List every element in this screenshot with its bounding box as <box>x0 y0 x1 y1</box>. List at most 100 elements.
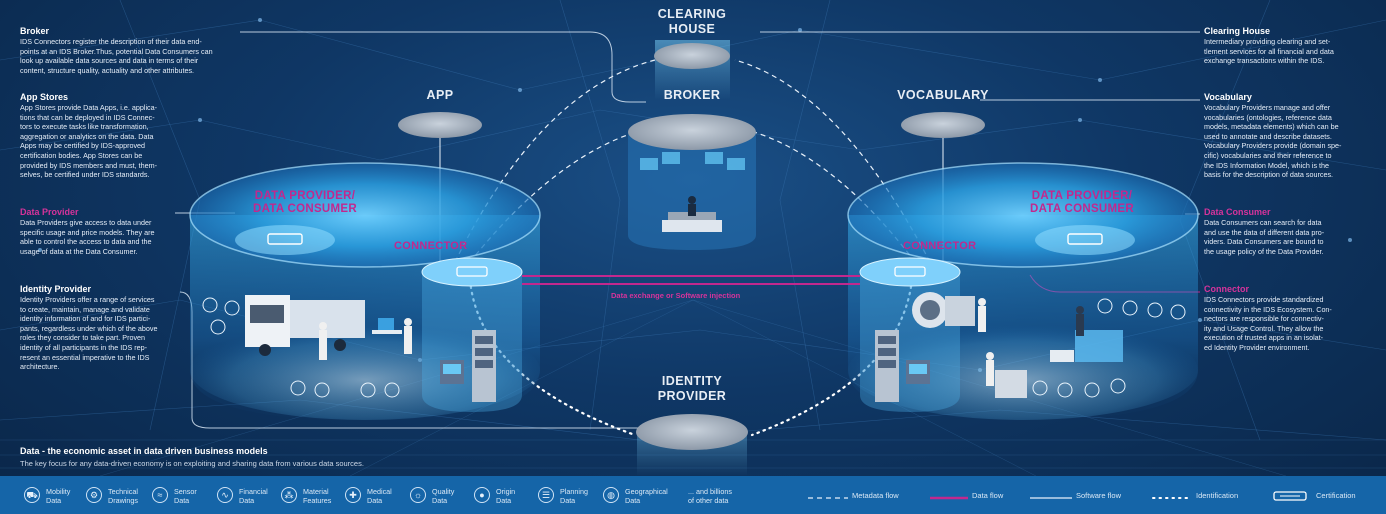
broker-stage <box>628 114 756 250</box>
label-line: HOUSE <box>668 22 716 36</box>
text-line: Identity Providers offer a range of serv… <box>20 295 155 304</box>
data-provider-description: Data Provider Data Providers give access… <box>20 207 180 256</box>
legend-identification-line <box>1152 497 1192 499</box>
label-line: DATA CONSUMER <box>253 203 357 215</box>
bottom-title: Data - the economic asset in data driven… <box>20 446 268 456</box>
label-line: PROVIDER <box>657 389 727 403</box>
text-line: selves, be certified under IDS standards… <box>20 170 150 180</box>
text-line: able to control the access to data and t… <box>20 237 152 247</box>
medical-cross-icon: ✚ <box>345 487 361 503</box>
legend-metadata-label: Metadata flow <box>852 491 899 500</box>
data-provider-title: Data Provider <box>20 207 79 217</box>
text-line: Vocabulary Providers manage and offer <box>1204 103 1331 112</box>
bulb-icon: ☼ <box>410 487 426 503</box>
data-exchange-label: Data exchange or Software injection <box>611 291 741 300</box>
identity-provider-label: IDENTITY PROVIDER <box>632 374 752 404</box>
text-line: vocabularies (ontologies, reference data <box>1204 112 1332 122</box>
text-line: execution of trusted apps in an isolat- <box>1204 333 1324 343</box>
clearing-house-disc <box>654 43 730 69</box>
app-label: APP <box>426 88 454 102</box>
left-role-label: DATA PROVIDER/ DATA CONSUMER <box>240 190 370 216</box>
category-label: Planning Data <box>560 487 588 505</box>
text-line: and use the data of different data pro- <box>1204 227 1325 237</box>
right-scene <box>875 292 1123 402</box>
data-consumer-title: Data Consumer <box>1204 207 1271 217</box>
gear-icon: ⚙ <box>86 487 102 503</box>
app-disc <box>398 112 482 138</box>
data-consumer-description: Data Consumer Data Consumers can search … <box>1204 207 1382 256</box>
text-line: look up available data sources and data … <box>20 56 199 66</box>
legend-certification-label: Certification <box>1316 491 1356 500</box>
text-line: roles they consider to take part. Proven <box>20 333 146 343</box>
text-line: App Stores provide Data Apps, i.e. appli… <box>20 103 158 112</box>
network-nodes <box>38 18 1352 372</box>
legend-software-flow-line <box>1030 497 1072 499</box>
right-role-label: DATA PROVIDER/ DATA CONSUMER <box>1017 190 1147 216</box>
category-label: Geographical Data <box>625 487 668 505</box>
cylinder-icons <box>202 297 1186 398</box>
category-label: Material Features <box>303 487 332 505</box>
vocabulary-disc <box>901 112 985 138</box>
category-label: Technical Drawings <box>108 487 138 505</box>
text-line: IDS Connectors register the description … <box>20 37 202 46</box>
text-line: ity and Usage Control. They allow the <box>1204 323 1324 333</box>
text-line: to create, maintain, manage and validate <box>20 304 150 314</box>
legend-data-flow-label: Data flow <box>972 491 1004 500</box>
text-line: Vocabulary Providers provide (domain spe… <box>1204 141 1342 151</box>
bottom-subtitle: The key focus for any data-driven econom… <box>20 459 364 468</box>
text-line: tlement services for all financial and d… <box>1204 46 1334 56</box>
text-line: tors to execute tasks like transformatio… <box>20 122 149 132</box>
legend-data-flow-line <box>930 496 968 500</box>
text-line: aggregation or analytics on the data. Da… <box>20 131 154 141</box>
identity-provider-title: Identity Provider <box>20 284 92 294</box>
text-line: usage of data at the Data Consumer. <box>20 246 138 256</box>
car-icon: ⛟ <box>24 487 40 503</box>
text-line: exchange transactions within the IDS. <box>1204 56 1325 66</box>
legend-metadata-line <box>808 497 848 499</box>
category-label: Sensor Data <box>174 487 197 505</box>
left-scene <box>245 295 496 402</box>
connector-title: Connector <box>1204 284 1249 294</box>
identity-provider-disc <box>636 414 748 450</box>
text-line: Data Providers give access to data under <box>20 218 152 227</box>
label-line: CLEARING <box>657 7 727 21</box>
category-label: Financial Data <box>239 487 268 505</box>
data-provider-text: Data Providers give access to data under… <box>20 218 180 256</box>
identity-provider-description: Identity Provider Identity Providers off… <box>20 284 190 372</box>
category-label: ... and billions of other data <box>688 487 732 505</box>
broker-label: BROKER <box>663 88 721 102</box>
data-flow-lines <box>522 275 860 285</box>
vocabulary-label: VOCABULARY <box>897 88 989 102</box>
text-line: connectivity in the IDS Ecosystem. Con- <box>1204 304 1332 314</box>
text-line: ed Identity Provider environment. <box>1204 342 1310 352</box>
identity-provider-text: Identity Providers offer a range of serv… <box>20 295 190 372</box>
legend-identification-label: Identification <box>1196 491 1239 500</box>
data-consumer-text: Data Consumers can search for data and u… <box>1204 218 1382 256</box>
app-stores-title: App Stores <box>20 92 69 102</box>
label-line: DATA CONSUMER <box>1030 203 1134 215</box>
text-line: tions that can be deployed in IDS Connec… <box>20 112 155 122</box>
text-line: basis for the description of data source… <box>1204 170 1334 180</box>
text-line: points at an IDS Broker.Thus, potential … <box>20 46 213 56</box>
label-line: DATA PROVIDER/ <box>254 190 356 202</box>
app-stores-description: App Stores App Stores provide Data Apps,… <box>20 92 195 180</box>
text-line: content, structure quality, actuality an… <box>20 65 195 75</box>
text-line: the usage policy of the Data Provider. <box>1204 246 1324 256</box>
chart-icon: ∿ <box>217 487 233 503</box>
clearing-house-description: Clearing House Intermediary providing cl… <box>1204 26 1382 66</box>
text-line: Intermediary providing clearing and set- <box>1204 37 1331 46</box>
text-line: identity information of and for IDS part… <box>20 314 151 324</box>
category-label: Origin Data <box>496 487 516 505</box>
vocabulary-text: Vocabulary Providers manage and offer vo… <box>1204 103 1382 180</box>
text-line: resent an essential imperative to the ID… <box>20 352 150 362</box>
vocabulary-title: Vocabulary <box>1204 92 1252 102</box>
location-pin-icon: ● <box>474 487 490 503</box>
text-line: provided by IDS members and must, them- <box>20 160 158 170</box>
category-label: Quality Data <box>432 487 455 505</box>
molecule-icon: ⁂ <box>281 487 297 503</box>
sensor-icon: ≈ <box>152 487 168 503</box>
text-line: used to annotate and describe datasets. <box>1204 131 1332 141</box>
identification-flow-lines <box>468 278 914 437</box>
